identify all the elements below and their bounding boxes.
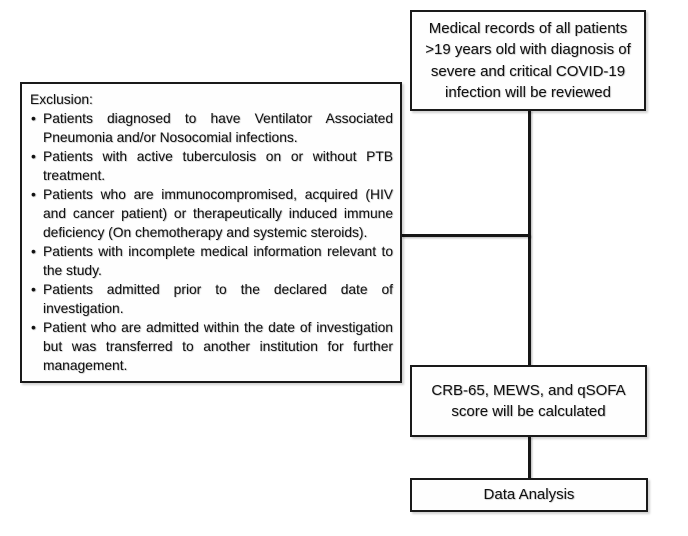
exclusion-list-item: • Patients with incomplete medical infor… xyxy=(28,242,393,280)
bullet-icon: • xyxy=(31,320,36,335)
connector-crb-to-data-vertical xyxy=(528,436,531,480)
connector-exclusion-horizontal xyxy=(401,234,530,237)
exclusion-heading: Exclusion: xyxy=(30,92,93,107)
scores-line: CRB-65, MEWS, and qSOFA xyxy=(431,381,626,399)
exclusion-item-text: Patient who are admitted within the date… xyxy=(43,320,393,373)
exclusion-list-item: • Patients who are immunocompromised, ac… xyxy=(28,185,393,242)
flow-box-exclusion-criteria: Exclusion: • Patients diagnosed to have … xyxy=(20,82,402,383)
exclusion-item-text: Patients with active tuberculosis on or … xyxy=(43,149,393,183)
flow-box-data-analysis: Data Analysis xyxy=(410,478,648,512)
exclusion-item-text: Patients who are immunocompromised, acqu… xyxy=(43,187,393,240)
medical-records-line: severe and critical COVID-19 xyxy=(430,62,626,80)
flow-box-scores-calculated: CRB-65, MEWS, and qSOFA score will be ca… xyxy=(410,365,647,437)
exclusion-item-text: Patients with incomplete medical informa… xyxy=(43,244,393,278)
medical-records-line: infection will be reviewed xyxy=(445,84,611,101)
exclusion-list-item: • Patients with active tuberculosis on o… xyxy=(28,147,393,185)
connector-top-to-crb-vertical xyxy=(528,110,531,367)
exclusion-item-text: Patients diagnosed to have Ventilator As… xyxy=(43,111,393,145)
bullet-icon: • xyxy=(31,149,36,164)
bullet-icon: • xyxy=(31,244,36,259)
data-analysis-label: Data Analysis xyxy=(483,486,575,503)
exclusion-list-item: • Patient who are admitted within the da… xyxy=(28,318,393,375)
exclusion-item-text: Patients admitted prior to the declared … xyxy=(43,282,393,316)
bullet-icon: • xyxy=(31,187,36,202)
medical-records-line: >19 years old with diagnosis of xyxy=(425,41,631,58)
medical-records-line: Medical records of all patients xyxy=(428,19,628,37)
flow-box-medical-records: Medical records of all patients >19 year… xyxy=(410,10,646,111)
bullet-icon: • xyxy=(31,282,36,297)
bullet-icon: • xyxy=(31,111,36,126)
scores-line: score will be calculated xyxy=(451,403,606,420)
exclusion-list-item: • Patients diagnosed to have Ventilator … xyxy=(28,109,393,147)
exclusion-list-item: • Patients admitted prior to the declare… xyxy=(28,280,393,318)
